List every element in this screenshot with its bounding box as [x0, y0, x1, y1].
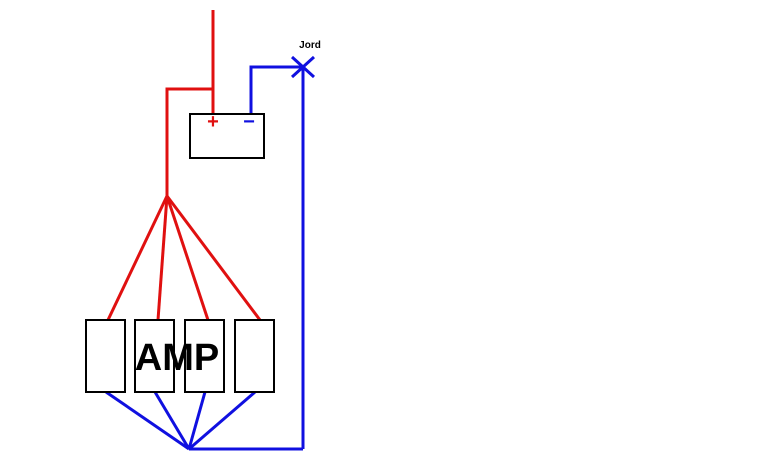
battery-positive-symbol: + — [207, 111, 219, 133]
amp-ground-wire-3 — [187, 391, 207, 450]
positive-wiring — [106, 10, 262, 321]
amplifier-block-3 — [184, 319, 225, 393]
ground-point-cross-b — [290, 55, 316, 79]
amp-label: AMP — [135, 337, 219, 379]
amplifier-block-1 — [85, 319, 126, 393]
amp-ground-wire-4 — [188, 390, 256, 451]
amplifier-block-4 — [234, 319, 275, 393]
amplifier-block-2 — [134, 319, 175, 393]
amp-power-wire-1 — [106, 195, 169, 321]
battery-negative-symbol: − — [243, 111, 255, 133]
amp-power-wire-4 — [165, 195, 262, 321]
ground-label: Jord — [299, 40, 321, 51]
battery: + − — [189, 111, 265, 159]
amplifiers — [85, 319, 275, 393]
amp-ground-wire-1 — [105, 390, 190, 451]
positive-feed-wire — [165, 87, 213, 196]
battery-body — [189, 113, 265, 159]
amp-power-wire-3 — [165, 195, 210, 321]
battery-ground-wire — [249, 65, 303, 114]
amp-power-wire-2 — [156, 195, 169, 321]
amp-ground-wire-2 — [153, 391, 191, 450]
negative-wiring — [105, 55, 316, 451]
